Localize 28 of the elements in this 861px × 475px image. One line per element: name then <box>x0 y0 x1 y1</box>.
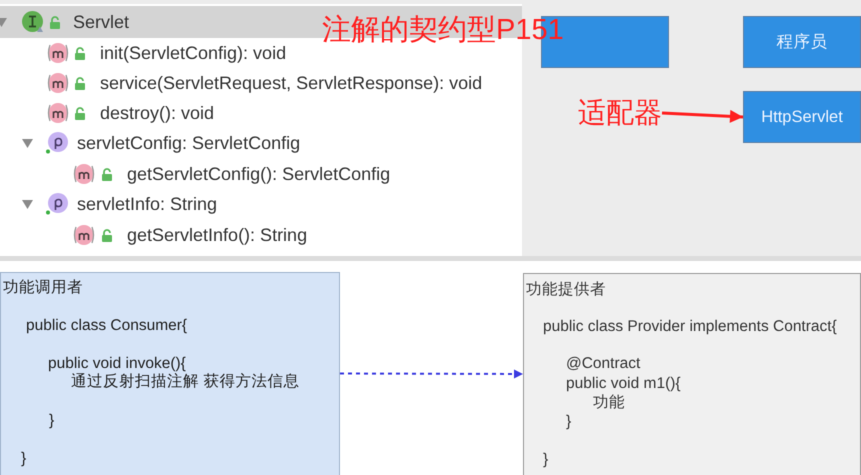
tree-item-text: destroy(): void <box>100 102 214 124</box>
annotation-text: 适配器 <box>578 96 662 130</box>
code-line: } <box>543 450 548 469</box>
code-line: public void invoke(){ <box>48 354 186 373</box>
tree-item-text: servletInfo: String <box>77 193 218 215</box>
tree-item-text: servletConfig: ServletConfig <box>77 132 300 154</box>
code-panel <box>523 273 861 475</box>
component-box: HttpServlet <box>743 91 861 143</box>
tree-item-text: getServletInfo(): String <box>127 224 308 246</box>
code-line: 通过反射扫描注解 获得方法信息 <box>71 372 300 391</box>
code-line: 功能 <box>593 393 625 412</box>
arrow <box>662 110 744 123</box>
code-panel <box>0 272 340 475</box>
code-line: @Contract <box>566 354 640 373</box>
code-line: } <box>21 449 26 468</box>
code-line: public void m1(){ <box>566 374 681 393</box>
tree-item-text: service(ServletRequest, ServletResponse): void <box>100 72 482 94</box>
code-line: public class Consumer{ <box>26 316 188 335</box>
component-box: 程序员 <box>743 16 861 68</box>
panel-heading: 功能提供者 <box>526 280 606 299</box>
tree-item-text: Servlet <box>73 11 130 33</box>
code-line: public class Provider implements Contract{ <box>543 317 837 336</box>
dashed-arrow <box>340 369 523 378</box>
code-line: } <box>49 411 54 430</box>
tree-item-text: init(ServletConfig): void <box>100 42 286 64</box>
code-line: } <box>566 412 572 431</box>
panel-heading: 功能调用者 <box>3 278 83 297</box>
tree-item-text: getServletConfig(): ServletConfig <box>127 163 390 185</box>
